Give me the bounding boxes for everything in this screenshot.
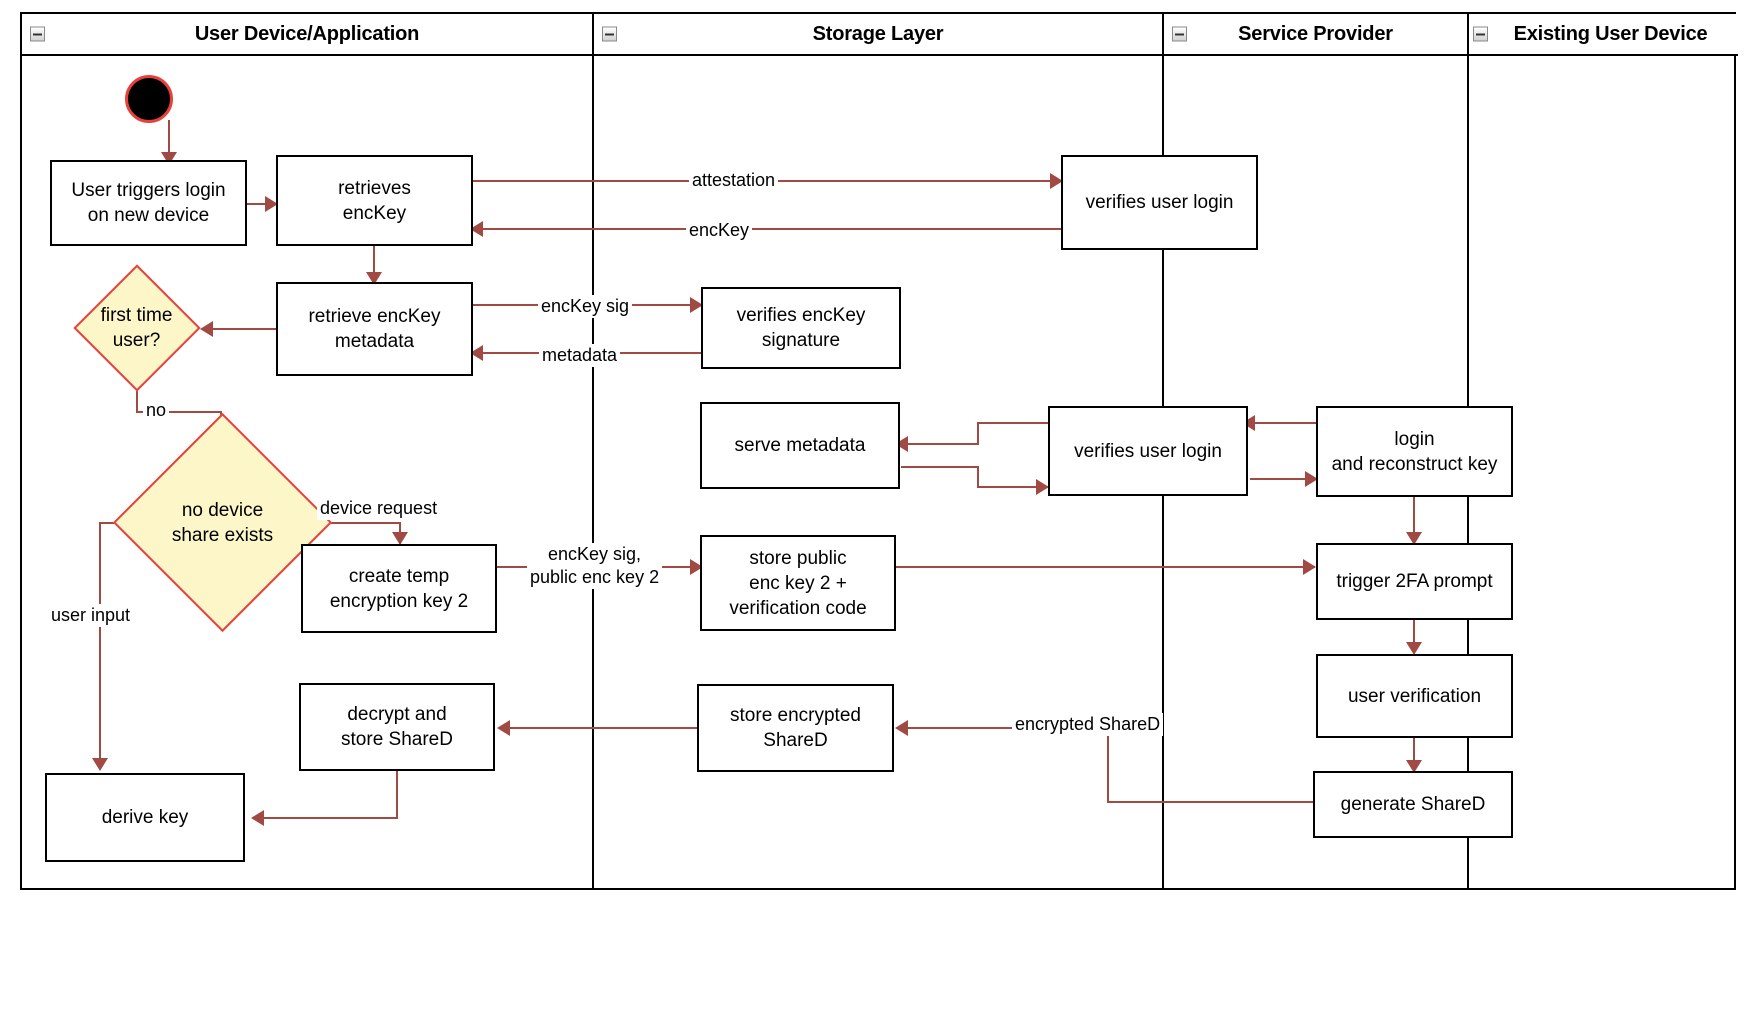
arrowhead-left	[251, 810, 264, 826]
edge-encrypted-shared-h	[903, 727, 1109, 729]
edge-user-input-v	[99, 522, 101, 767]
node-no-device-share-exists[interactable]: no device share exists	[112, 412, 333, 633]
arrowhead-left	[895, 720, 908, 736]
node-verifies-user-login-1[interactable]: verifies user login	[1061, 155, 1258, 250]
lane-title-existing-user-device: Existing User Device	[1513, 22, 1708, 45]
arrowhead-right	[690, 297, 703, 313]
edge-retrieves-to-metadata	[373, 246, 375, 282]
edge-label-encrypted-shared: encrypted ShareD	[1012, 713, 1164, 736]
lane-title-storage-layer: Storage Layer	[812, 22, 944, 45]
arrowhead-right	[1305, 471, 1318, 487]
edge-verifies2-to-servemeta-c	[977, 422, 1047, 424]
edge-label-device-request: device request	[317, 497, 441, 520]
lane-header-service-provider: Service Provider	[1164, 14, 1467, 56]
arrowhead-right	[690, 559, 703, 575]
edge-label-no: no	[143, 399, 170, 422]
minus-icon[interactable]	[1473, 26, 1488, 42]
edge-storepub-to-2fa	[895, 566, 1315, 568]
lane-existing-user-device: Existing User Device	[1469, 14, 1738, 888]
node-trigger-2fa-prompt[interactable]: trigger 2FA prompt	[1316, 543, 1513, 620]
node-store-public-enc-key[interactable]: store public enc key 2 + verification co…	[700, 535, 896, 631]
node-no-device-share-exists-label: no device share exists	[171, 499, 274, 546]
edge-device-request	[300, 522, 401, 524]
lane-user-device: User Device/Application	[22, 14, 594, 888]
swimlane-frame: User Device/Application Storage Layer Se…	[20, 12, 1738, 890]
edge-2fa-to-userverif	[1413, 620, 1415, 653]
edge-servemeta-to-verifies2-b	[977, 466, 979, 488]
edge-genshared-v	[1107, 727, 1109, 803]
minus-icon[interactable]	[1172, 26, 1187, 42]
edge-metadata-to-firsttime	[208, 328, 276, 330]
edge-label-enckey-sig: encKey sig	[538, 295, 633, 318]
arrowhead-down	[1406, 642, 1422, 655]
arrowhead-left	[497, 720, 510, 736]
arrowhead-down	[392, 532, 408, 545]
node-store-encrypted-shared[interactable]: store encrypted ShareD	[697, 684, 894, 772]
node-first-time-user-label: first time user?	[100, 305, 173, 351]
minus-icon[interactable]	[602, 26, 617, 42]
edge-genshared-h	[1107, 801, 1314, 803]
edge-enckey-return	[478, 228, 1062, 230]
edge-label-metadata: metadata	[539, 344, 621, 367]
edge-userverif-to-genshared	[1413, 738, 1415, 771]
arrowhead-left	[200, 321, 213, 337]
node-create-temp-encryption-key[interactable]: create temp encryption key 2	[301, 544, 497, 633]
edge-label-attestation: attestation	[689, 169, 779, 192]
edge-start-to-login	[168, 120, 170, 160]
edge-servemeta-to-verifies2-c	[977, 486, 1049, 488]
lane-header-existing-user-device: Existing User Device	[1469, 14, 1738, 56]
arrowhead-right	[1036, 479, 1049, 495]
node-retrieve-enckey-metadata[interactable]: retrieve encKey metadata	[276, 282, 473, 376]
node-decrypt-and-store-shared[interactable]: decrypt and store ShareD	[299, 683, 495, 771]
node-generate-shared[interactable]: generate ShareD	[1313, 771, 1513, 838]
node-verifies-user-login-2[interactable]: verifies user login	[1048, 406, 1248, 496]
edge-label-enckey: encKey	[686, 219, 753, 242]
edge-firsttime-down	[136, 372, 138, 412]
initial-node	[125, 75, 173, 123]
edge-existing-to-verifies2	[1250, 422, 1317, 424]
arrowhead-down	[1406, 760, 1422, 773]
minus-icon[interactable]	[30, 26, 45, 42]
node-login-and-reconstruct-key[interactable]: login and reconstruct key	[1316, 406, 1513, 497]
arrowhead-right	[1050, 173, 1063, 189]
edge-label-enckey-sig-public-enc-key-2: encKey sig, public enc key 2	[527, 543, 663, 589]
arrowhead-down	[92, 758, 108, 771]
node-first-time-user[interactable]: first time user?	[66, 264, 207, 392]
lane-header-user-device: User Device/Application	[22, 14, 592, 56]
node-retrieves-enckey[interactable]: retrieves encKey	[276, 155, 473, 246]
lane-header-storage-layer: Storage Layer	[594, 14, 1162, 56]
arrowhead-down	[366, 272, 382, 285]
lane-title-user-device: User Device/Application	[194, 22, 420, 45]
node-serve-metadata[interactable]: serve metadata	[700, 402, 900, 489]
node-verifies-enckey-signature[interactable]: verifies encKey signature	[701, 287, 901, 369]
arrowhead-left	[470, 221, 483, 237]
edge-no-horizontal	[136, 411, 222, 413]
edge-verifies2-to-servemeta-b	[977, 422, 979, 444]
arrowhead-right	[1303, 559, 1316, 575]
node-derive-key[interactable]: derive key	[45, 773, 245, 862]
node-user-verification[interactable]: user verification	[1316, 654, 1513, 738]
edge-login-to-2fa	[1413, 497, 1415, 542]
arrowhead-left	[470, 345, 483, 361]
edge-decrypt-to-derive-h	[259, 817, 398, 819]
edge-label-user-input: user input	[48, 604, 134, 627]
edge-verifies2-to-existing	[1250, 478, 1317, 480]
edge-decrypt-to-derive	[396, 770, 398, 818]
arrowhead-right	[265, 196, 278, 212]
edge-login-to-retrieves	[247, 203, 279, 205]
edge-storeenc-to-decrypt	[505, 727, 697, 729]
lane-title-service-provider: Service Provider	[1238, 22, 1393, 45]
edge-verifies2-to-servemeta-d	[903, 443, 979, 445]
edge-servemeta-to-verifies2-a	[901, 466, 979, 468]
arrowhead-down	[1406, 532, 1422, 545]
node-user-triggers-login[interactable]: User triggers login on new device	[50, 160, 247, 246]
